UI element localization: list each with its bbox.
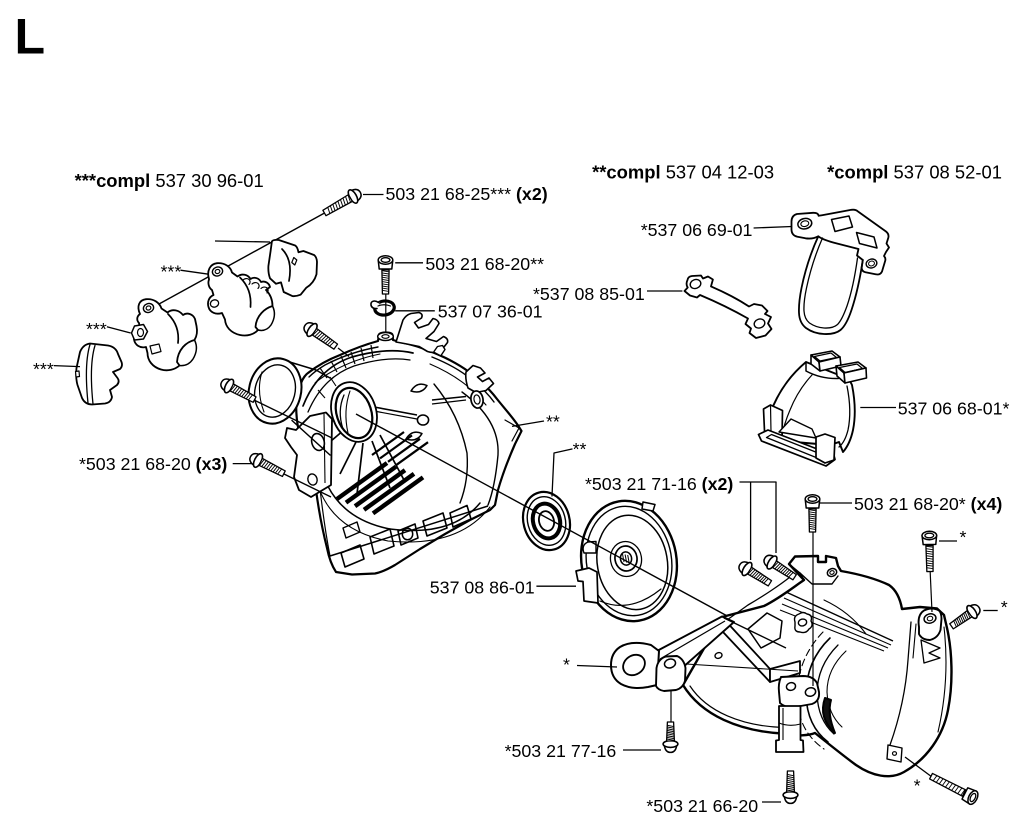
svg-text:**: ** [573, 439, 587, 459]
svg-text:537 07 36-01: 537 07 36-01 [438, 302, 543, 322]
svg-text:*537 08 85-01: *537 08 85-01 [533, 284, 645, 304]
svg-text:537 08 86-01: 537 08 86-01 [430, 578, 535, 598]
svg-text:*503 21 77-16: *503 21 77-16 [505, 741, 617, 761]
svg-text:*: * [1001, 597, 1008, 617]
svg-text:*537 06 69-01: *537 06 69-01 [641, 220, 753, 240]
svg-text:503 21 68-25*** (x2): 503 21 68-25*** (x2) [386, 184, 548, 204]
svg-text:***: *** [161, 262, 182, 282]
svg-text:537 06 68-01*: 537 06 68-01* [898, 399, 1010, 419]
svg-text:***: *** [86, 319, 107, 339]
svg-text:L: L [15, 9, 46, 65]
svg-text:503 21 68-20**: 503 21 68-20** [425, 254, 544, 274]
svg-text:*: * [960, 527, 967, 547]
svg-text:*503 21 66-20: *503 21 66-20 [646, 796, 758, 816]
svg-text:*: * [563, 655, 570, 675]
svg-text:*503 21 68-20 (x3): *503 21 68-20 (x3) [79, 454, 227, 474]
svg-text:*503 21 71-16 (x2): *503 21 71-16 (x2) [585, 474, 733, 494]
svg-text:503 21 68-20* (x4): 503 21 68-20* (x4) [854, 494, 1002, 514]
svg-text:*compl 537 08 52-01: *compl 537 08 52-01 [827, 162, 1002, 183]
svg-text:***compl 537 30 96-01: ***compl 537 30 96-01 [75, 170, 264, 191]
svg-text:**compl 537 04 12-03: **compl 537 04 12-03 [592, 162, 774, 183]
svg-text:*: * [914, 776, 921, 796]
svg-text:**: ** [546, 412, 560, 432]
svg-text:***: *** [33, 359, 54, 379]
